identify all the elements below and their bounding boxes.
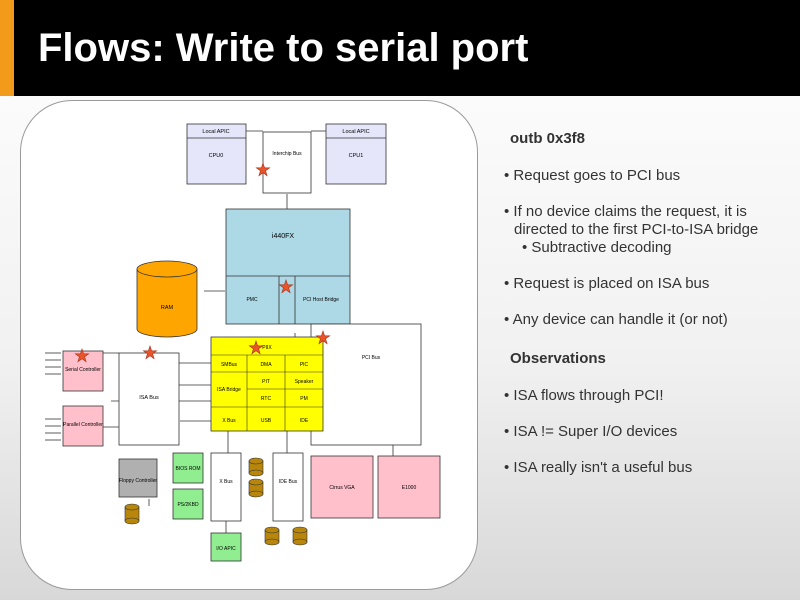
- sub-bullet-item: • Subtractive decoding: [522, 239, 672, 256]
- bullet-item: • Request goes to PCI bus: [504, 167, 681, 184]
- bullet-item: • ISA flows through PCI!: [504, 387, 664, 404]
- bullet-icon: •: [504, 275, 514, 292]
- flow-heading: outb 0x3f8: [510, 130, 586, 147]
- star-icon: [315, 330, 331, 345]
- pmc-label: PMC: [246, 297, 258, 303]
- pci-bus-label: PCI Bus: [362, 355, 381, 361]
- bullet-icon: •: [504, 459, 514, 476]
- bullet-item: • Any device can handle it (or not): [504, 311, 728, 328]
- bullet-icon: •: [504, 167, 514, 184]
- bullet-icon: •: [504, 203, 514, 220]
- star-icon: [74, 348, 90, 363]
- flow-markers: [74, 162, 331, 363]
- ide-label: IDE: [300, 418, 309, 424]
- parallel-controller-box: Parallel Controller: [62, 405, 104, 447]
- isa-bus-box: ISA Bus: [118, 352, 180, 446]
- floppy-controller-box: Floppy Controller: [118, 458, 158, 498]
- e1000-label: E1000: [402, 485, 417, 491]
- pit-label: PIT: [262, 379, 270, 385]
- ps2kbd-box: PS/2KBD: [172, 488, 204, 520]
- architecture-diagram: Local APIC CPU0 Local APIC CPU1 Interchi…: [20, 100, 478, 590]
- floppy-controller-label: Floppy Controller: [119, 478, 157, 484]
- bios-rom-label: BIOS ROM: [175, 466, 200, 472]
- disk-icon: [248, 457, 264, 477]
- smbus-label: SMBus: [221, 362, 238, 368]
- pci-bus-box: PCI Bus: [310, 323, 422, 446]
- pci-host-bridge-label: PCI Host Bridge: [303, 297, 339, 303]
- rtc-label: RTC: [261, 396, 272, 402]
- piix-label: PIIX: [262, 345, 272, 351]
- title-bar: Flows: Write to serial port: [0, 0, 800, 96]
- cpu0-box: Local APIC CPU0: [186, 123, 247, 185]
- serial-controller-label: Serial Controller: [65, 367, 101, 373]
- observations-heading: Observations: [510, 350, 606, 367]
- x-bus-label: X Bus: [219, 479, 233, 485]
- io-apic-label: I/O APIC: [216, 546, 236, 552]
- ps2kbd-label: PS/2KBD: [177, 502, 199, 508]
- star-icon: [142, 345, 158, 360]
- bullet-continuation: directed to the first PCI-to-ISA bridge: [514, 221, 759, 238]
- ram-label: RAM: [161, 305, 174, 311]
- disk-icon: [248, 478, 264, 498]
- x-bus-cell-label: X Bus: [222, 418, 236, 424]
- pm-label: PM: [300, 396, 308, 402]
- bullet-item: • If no device claims the request, it is: [504, 203, 747, 220]
- i440fx-box: i440FX PMC PCI Host Bridge: [225, 208, 351, 325]
- i440fx-label: i440FX: [272, 233, 295, 240]
- dma-label: DMA: [260, 362, 272, 368]
- local-apic-1-label: Local APIC: [342, 129, 369, 135]
- disk-icon: [264, 526, 280, 546]
- isa-bus-label: ISA Bus: [139, 395, 159, 401]
- bullet-item: • ISA really isn't a useful bus: [504, 459, 693, 476]
- bullet-icon: •: [504, 311, 513, 328]
- parallel-controller-label: Parallel Controller: [63, 422, 103, 428]
- ide-bus-box: IDE Bus: [272, 452, 304, 522]
- interchip-bus-label: Interchip Bus: [272, 151, 302, 157]
- disk-icon: [124, 503, 140, 525]
- star-icon: [278, 279, 294, 294]
- star-icon: [248, 340, 264, 355]
- x-bus-box: X Bus: [210, 452, 242, 522]
- piix-box: PIIX SMBus DMA PIC ISA Bridge PIT Speake…: [210, 336, 324, 432]
- io-apic-box: I/O APIC: [210, 532, 242, 562]
- bullet-icon: •: [504, 387, 514, 404]
- bios-rom-box: BIOS ROM: [172, 452, 204, 484]
- title-accent: [0, 0, 14, 96]
- cpu0-label: CPU0: [209, 153, 224, 159]
- bullet-item: • ISA != Super I/O devices: [504, 423, 678, 440]
- e1000-box: E1000: [377, 455, 441, 519]
- bullet-icon: •: [522, 239, 532, 256]
- disk-drives: [124, 457, 308, 546]
- interchip-bus-box: Interchip Bus: [262, 131, 312, 194]
- cirrus-vga-box: Cirrus VGA: [310, 455, 374, 519]
- speaker-label: Speaker: [295, 379, 314, 385]
- cpu1-label: CPU1: [349, 153, 364, 159]
- disk-icon: [292, 526, 308, 546]
- ide-bus-label: IDE Bus: [279, 479, 298, 485]
- ram-cylinder: RAM: [136, 260, 198, 338]
- bullet-item: • Request is placed on ISA bus: [504, 275, 710, 292]
- local-apic-0-label: Local APIC: [202, 129, 229, 135]
- diagram-svg: Local APIC CPU0 Local APIC CPU1 Interchi…: [45, 123, 441, 562]
- isa-bridge-label: ISA Bridge: [217, 387, 241, 393]
- cpu1-box: Local APIC CPU1: [325, 123, 387, 185]
- bullet-icon: •: [504, 423, 514, 440]
- cirrus-vga-label: Cirrus VGA: [329, 485, 355, 491]
- usb-label: USB: [261, 418, 272, 424]
- slide-title: Flows: Write to serial port: [38, 26, 529, 70]
- star-icon: [255, 162, 271, 177]
- pic-label: PIC: [300, 362, 309, 368]
